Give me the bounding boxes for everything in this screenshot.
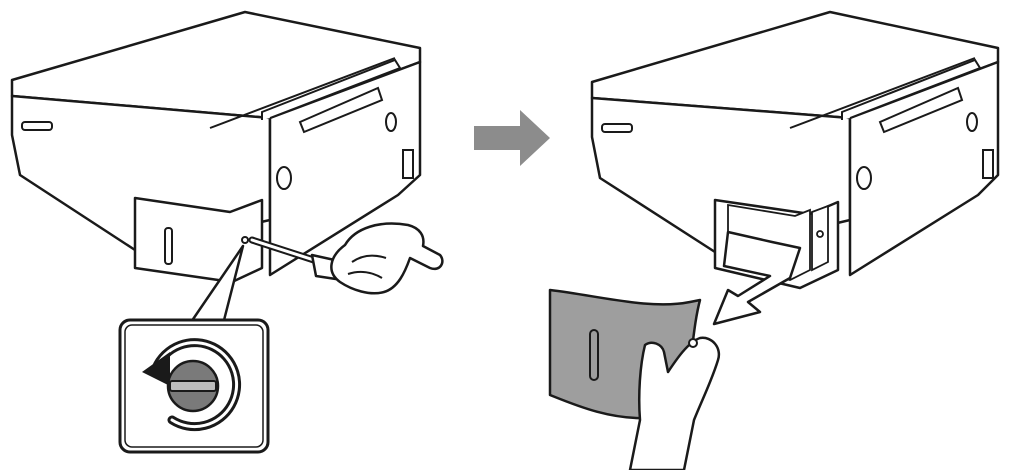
rotate-counterclockwise-icon: [142, 338, 242, 432]
screw: [241, 236, 249, 244]
arrow-down-left-icon: [712, 230, 802, 326]
callout-zoom: [118, 318, 270, 454]
hand-icon: [330, 222, 444, 295]
arrow-right-icon: [474, 110, 550, 166]
hand-icon: [628, 336, 721, 470]
screw-head-icon: [166, 359, 220, 413]
printer-left: [10, 10, 422, 284]
